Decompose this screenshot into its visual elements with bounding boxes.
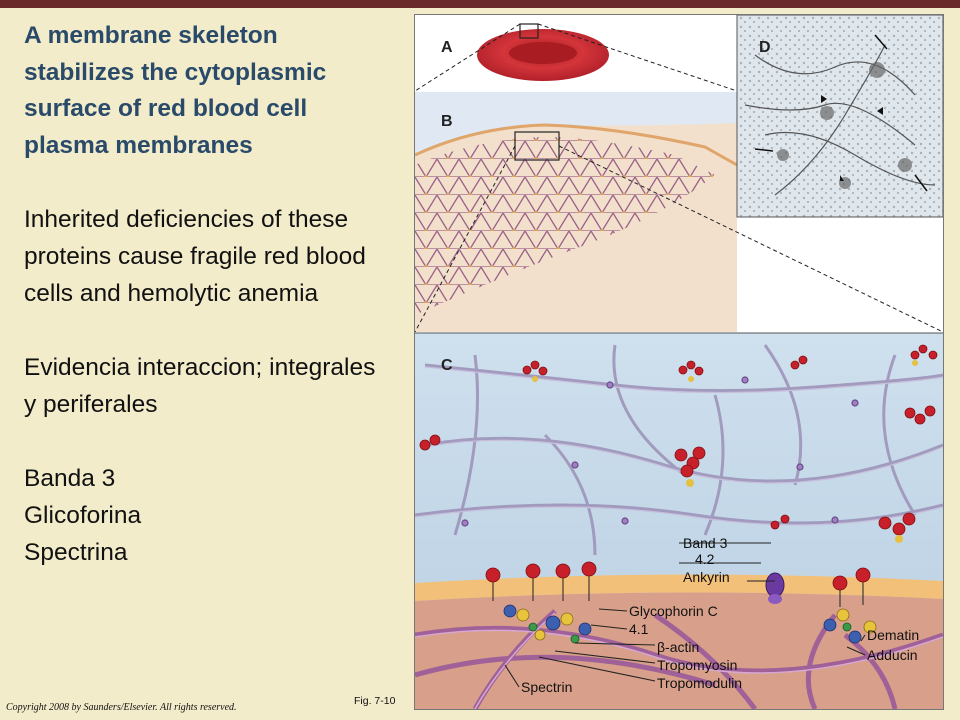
list-item-glicoforina: Glicoforina <box>24 501 142 529</box>
label-beta-actin: β-actin <box>657 639 700 655</box>
figure-drawing <box>415 15 943 709</box>
paragraph-interaction: Evidencia interaccion; integrales y peri… <box>24 354 376 418</box>
label-adducin: Adducin <box>867 647 918 663</box>
slide-title: A membrane skeleton stabilizes the cytop… <box>24 22 327 159</box>
label-4-1: 4.1 <box>629 621 649 637</box>
top-border <box>0 0 960 8</box>
panel-b-membrane <box>415 92 943 333</box>
panel-c-skeleton <box>415 332 943 709</box>
panel-a-rbc <box>415 15 738 92</box>
label-4-2: 4.2 <box>695 551 715 567</box>
text-column: A membrane skeleton stabilizes the cytop… <box>24 18 394 571</box>
label-glycophorin-c: Glycophorin C <box>629 603 718 619</box>
copyright-text: Copyright 2008 by Saunders/Elsevier. All… <box>6 702 237 713</box>
panel-d-micrograph <box>736 15 943 218</box>
label-ankyrin: Ankyrin <box>683 569 730 585</box>
membrane-skeleton-figure: A B C D Band 3 4.2 Ankyrin Glycophorin C… <box>414 14 944 710</box>
figure-reference: Fig. 7-10 <box>354 695 396 707</box>
label-spectrin: Spectrin <box>521 679 573 695</box>
paragraph-deficiencies: Inherited deficiencies of these proteins… <box>24 206 366 307</box>
label-tropomyosin: Tropomyosin <box>657 657 738 673</box>
panel-label-a: A <box>441 39 453 56</box>
list-item-banda3: Banda 3 <box>24 465 116 493</box>
panel-label-b: B <box>441 113 453 130</box>
label-tropomodulin: Tropomodulin <box>657 675 743 691</box>
panel-label-c: C <box>441 357 453 374</box>
label-dematin: Dematin <box>867 627 920 643</box>
list-item-spectrina: Spectrina <box>24 538 128 566</box>
panel-label-d: D <box>759 39 771 56</box>
label-band3: Band 3 <box>683 535 728 551</box>
